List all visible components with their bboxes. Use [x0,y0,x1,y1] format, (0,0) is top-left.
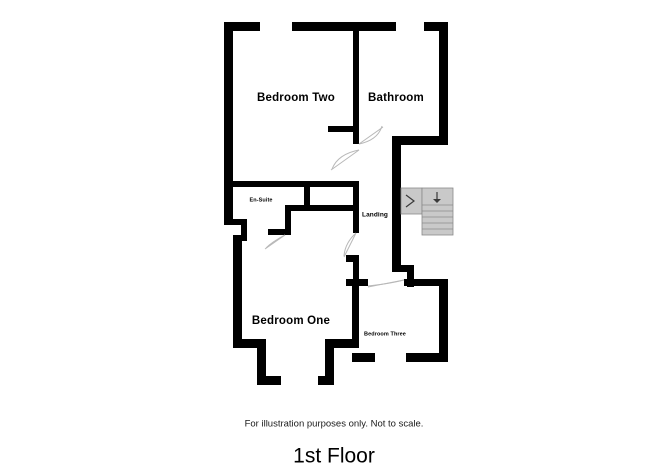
wall-bay-left-vert [257,348,266,376]
wall-bedroomthree-top-left [352,279,368,286]
wall-bay-left-bottom [257,376,281,385]
wall-top-left [224,22,260,31]
wall-bedroomthree-top-right2 [404,279,448,286]
wall-landing-right-upper [392,136,401,190]
wall-bathroom-bottom [392,136,448,145]
wall-landing-left-lower [353,255,359,285]
wall-landing-left-foot [346,279,359,286]
door-bedroom-three-leaf [367,279,405,288]
wall-group [224,22,448,385]
wall-top-right [424,22,448,31]
room-label-bathroom: Bathroom [368,92,424,104]
wall-left-bedroomone [233,241,242,348]
door-bedroom-two [331,149,360,170]
wall-bay-right-vert [325,348,334,378]
wall-ensuite-top [224,181,304,187]
room-label-bedroom-two: Bedroom Two [257,92,335,104]
wall-door-jamb-bathroom [328,126,359,132]
wall-landing-bottom-right [392,265,414,272]
wall-partition-bedroomone-three [352,285,359,348]
wall-bedroomthree-bottom-right [406,353,448,362]
wall-ensuite-bottom-right [285,205,304,211]
wall-bedroomthree-bottom-left [352,353,375,362]
wall-left-ensuite [224,187,233,225]
wall-landing-bottom-stub [407,265,414,287]
wall-bay-right-top [325,339,359,348]
wall-cupboard-bottom [304,205,359,211]
wall-bedroomone-top-stub [346,255,359,262]
door-bedroom-one [343,232,357,257]
door-bedroom-one-leaf [343,232,357,258]
wall-right-upper [439,22,448,145]
wall-bay-right-bottom [318,376,334,385]
door-ensuite-leaf [264,234,286,250]
stair-direction-arrow-down-head [433,199,441,203]
stair-landing-platform [400,187,423,215]
wall-landing-stair-left [392,190,401,212]
staircase [400,187,454,236]
door-bedroom-two-leaf [330,149,360,171]
room-label-landing: Landing [362,212,388,219]
wall-ensuite-bottom [268,229,291,235]
wall-ensuite-right-upper [304,181,310,205]
wall-bedroomthree-right [439,286,448,362]
wall-left-jog-top [233,219,247,225]
wall-cupboard-right [353,181,359,211]
room-label-en-suite: En-Suite [249,197,272,203]
page-title: 1st Floor [293,445,375,468]
stair-direction-arrow-right [405,194,415,208]
door-bathroom-leaf [358,126,384,145]
wall-door-jamb-bathroom-stub [353,132,359,144]
disclaimer-text: For illustration purposes only. Not to s… [245,419,424,430]
door-group [264,125,405,288]
wall-ensuite-right-lower [285,205,291,235]
room-label-bedroom-one: Bedroom One [252,315,330,327]
room-label-bedroom-three: Bedroom Three [364,331,406,337]
wall-left-upper [224,22,233,187]
wall-top-middle [292,22,396,31]
wall-cupboard-top [310,181,359,187]
wall-left-jog-bottom [233,235,247,241]
wall-landing-left-upper [353,211,359,233]
wall-bay-left-top [233,339,266,348]
wall-partition-bedroomtwo-bathroom [353,22,359,132]
wall-left-jog-vert [241,225,247,241]
wall-landing-right-lower [392,212,401,272]
